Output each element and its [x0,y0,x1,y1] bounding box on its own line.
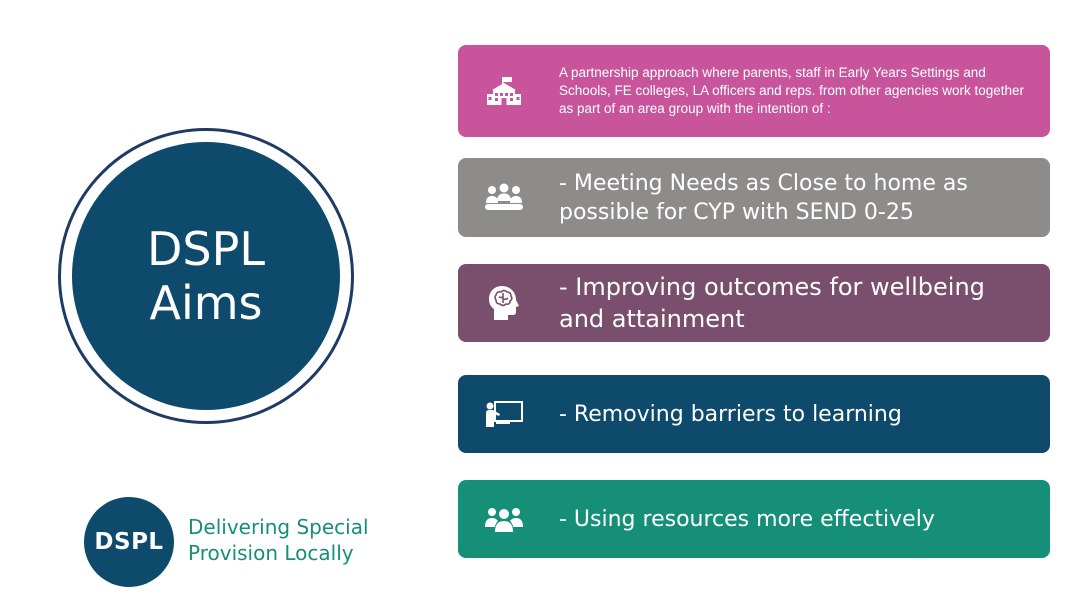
dspl-logo-tagline: Delivering Special Provision Locally [188,514,369,566]
school-building-icon [484,71,524,111]
card-using-resources-text: - Using resources more effectively [559,506,935,532]
aims-circle: DSPL Aims [58,128,354,424]
card-partnership: A partnership approach where parents, st… [458,45,1050,137]
aims-title-line2: Aims [149,276,263,330]
people-group-icon [484,499,524,539]
card-using-resources: - Using resources more effectively [458,480,1050,558]
logo-tagline-line2: Provision Locally [188,541,354,565]
presentation-board-icon [484,394,524,434]
dspl-logo-abbr: DSPL [94,529,164,555]
card-improving-outcomes-text: - Improving outcomes for wellbeing and a… [559,273,985,333]
aims-circle-inner: DSPL Aims [72,142,340,410]
card-improving-outcomes: - Improving outcomes for wellbeing and a… [458,264,1050,342]
card-removing-barriers-text: - Removing barriers to learning [559,401,902,427]
logo-tagline-line1: Delivering Special [188,515,369,539]
card-meeting-needs-text: - Meeting Needs as Close to home as poss… [559,170,968,225]
aims-title-line1: DSPL [147,222,265,276]
card-removing-barriers: - Removing barriers to learning [458,375,1050,453]
dspl-logo: DSPL [84,497,174,587]
meeting-group-icon [484,178,524,218]
brain-head-icon [484,283,524,323]
card-partnership-text: A partnership approach where parents, st… [559,65,1024,116]
card-meeting-needs: - Meeting Needs as Close to home as poss… [458,158,1050,237]
